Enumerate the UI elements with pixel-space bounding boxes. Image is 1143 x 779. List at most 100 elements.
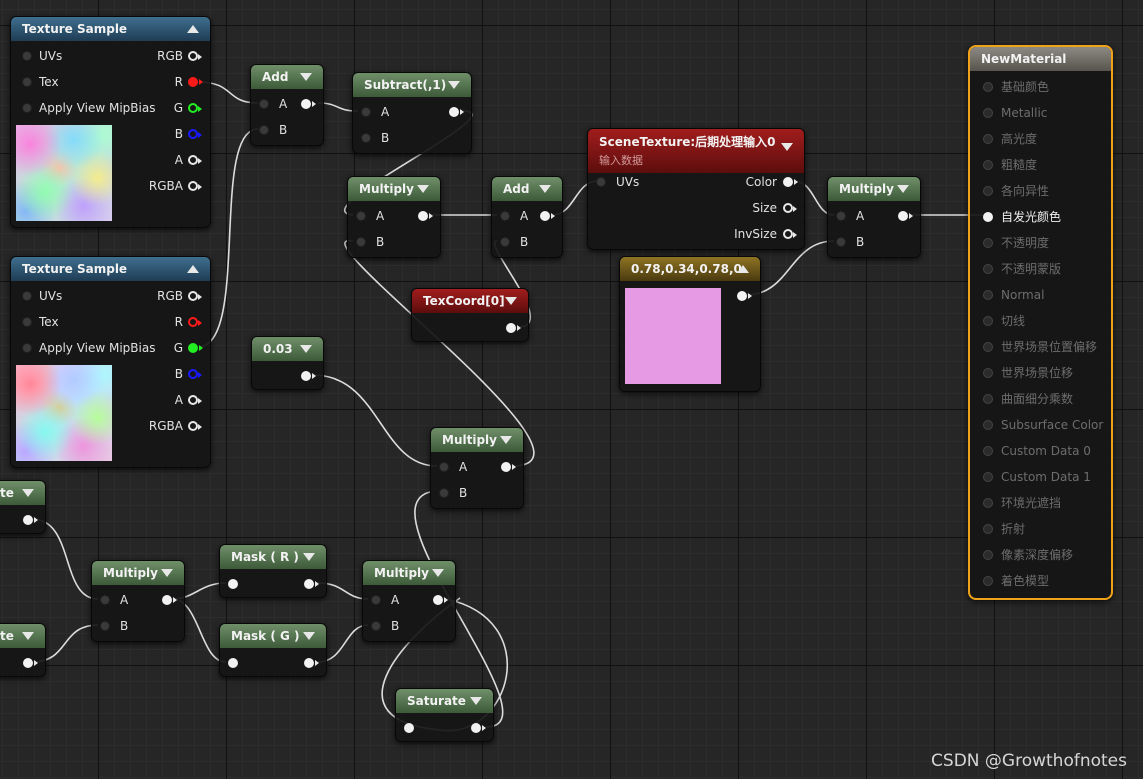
output-pin[interactable] xyxy=(449,107,464,117)
a-input-pin[interactable] xyxy=(100,595,110,605)
r-output-pin[interactable] xyxy=(188,77,203,87)
b-input-pin[interactable] xyxy=(356,237,366,247)
material-input-pin[interactable] xyxy=(983,524,993,534)
output-pin[interactable] xyxy=(301,371,316,381)
collapse-arrow-icon[interactable] xyxy=(781,143,793,151)
b-input-pin[interactable] xyxy=(500,237,510,247)
a-output-pin[interactable] xyxy=(188,395,202,405)
subtract-node[interactable]: Subtract(,1) A B xyxy=(352,72,472,154)
rgba-output-pin[interactable] xyxy=(188,421,202,431)
collapse-arrow-icon[interactable] xyxy=(303,632,315,640)
material-input-pin[interactable] xyxy=(983,186,993,196)
add-node-1[interactable]: Add A B xyxy=(250,64,324,146)
material-input-pin[interactable] xyxy=(983,290,993,300)
material-input-pin[interactable] xyxy=(983,550,993,560)
a-input-pin[interactable] xyxy=(439,462,449,472)
collapse-arrow-icon[interactable] xyxy=(417,185,429,193)
collapse-arrow-icon[interactable] xyxy=(539,185,551,193)
material-input-pin[interactable] xyxy=(983,264,993,274)
a-input-pin[interactable] xyxy=(836,211,846,221)
multiply-node-1[interactable]: Multiply A B xyxy=(347,176,441,258)
multiply-node-mid[interactable]: Multiply A B xyxy=(430,427,524,509)
collapse-arrow-icon[interactable] xyxy=(737,265,749,273)
output-pin[interactable] xyxy=(737,291,752,301)
size-output-pin[interactable] xyxy=(783,203,797,213)
scalar-constant-node[interactable]: 0.03 xyxy=(251,336,324,390)
material-input-pin[interactable] xyxy=(983,108,993,118)
material-input-pin[interactable] xyxy=(983,420,993,430)
add-node-2[interactable]: Add A B xyxy=(491,176,563,258)
rgb-output-pin[interactable] xyxy=(188,51,202,61)
material-input-pin[interactable] xyxy=(983,472,993,482)
collapse-arrow-icon[interactable] xyxy=(161,569,173,577)
mask-g-node[interactable]: Mask ( G ) xyxy=(219,623,327,677)
input-pin[interactable] xyxy=(404,723,414,733)
collapse-arrow-icon[interactable] xyxy=(505,297,517,305)
mipbias-input-pin[interactable] xyxy=(22,103,32,113)
multiply-node-low[interactable]: Multiply A B xyxy=(362,560,456,642)
output-pin[interactable] xyxy=(301,99,316,109)
b-output-pin[interactable] xyxy=(188,129,202,139)
collapse-arrow-icon[interactable] xyxy=(303,553,315,561)
b-input-pin[interactable] xyxy=(439,488,449,498)
b-input-pin[interactable] xyxy=(371,621,381,631)
collapse-arrow-icon[interactable] xyxy=(187,25,199,33)
output-pin[interactable] xyxy=(304,579,319,589)
output-pin[interactable] xyxy=(506,323,521,333)
collapse-arrow-icon[interactable] xyxy=(187,265,199,273)
material-input-pin[interactable] xyxy=(983,134,993,144)
output-pin[interactable] xyxy=(898,211,913,221)
material-input-pin[interactable] xyxy=(983,368,993,378)
collapse-arrow-icon[interactable] xyxy=(22,632,34,640)
collapse-arrow-icon[interactable] xyxy=(897,185,909,193)
b-input-pin[interactable] xyxy=(361,133,371,143)
material-input-pin[interactable] xyxy=(983,212,993,222)
tex-input-pin[interactable] xyxy=(22,317,32,327)
scene-texture-node[interactable]: SceneTexture:后期处理输入0 输入数据 UVs Color Size… xyxy=(587,128,805,250)
collapse-arrow-icon[interactable] xyxy=(22,489,34,497)
material-input-pin[interactable] xyxy=(983,238,993,248)
mipbias-input-pin[interactable] xyxy=(22,343,32,353)
b-input-pin[interactable] xyxy=(100,621,110,631)
g-output-pin[interactable] xyxy=(188,343,203,353)
material-input-pin[interactable] xyxy=(983,446,993,456)
output-pin[interactable] xyxy=(23,515,38,525)
material-input-pin[interactable] xyxy=(983,576,993,586)
b-output-pin[interactable] xyxy=(188,369,202,379)
mask-r-node[interactable]: Mask ( R ) xyxy=(219,544,327,598)
collapse-arrow-icon[interactable] xyxy=(300,345,312,353)
material-input-pin[interactable] xyxy=(983,82,993,92)
a-input-pin[interactable] xyxy=(500,211,510,221)
a-input-pin[interactable] xyxy=(371,595,381,605)
material-input-pin[interactable] xyxy=(983,394,993,404)
input-pin[interactable] xyxy=(228,658,238,668)
tex-input-pin[interactable] xyxy=(22,77,32,87)
rgb-output-pin[interactable] xyxy=(188,291,202,301)
multiply-node-final[interactable]: Multiply A B xyxy=(827,176,921,258)
uvs-input-pin[interactable] xyxy=(22,51,32,61)
rgba-output-pin[interactable] xyxy=(188,181,202,191)
output-pin[interactable] xyxy=(501,462,516,472)
b-input-pin[interactable] xyxy=(836,237,846,247)
collapse-arrow-icon[interactable] xyxy=(470,697,482,705)
output-pin[interactable] xyxy=(418,211,433,221)
material-input-pin[interactable] xyxy=(983,316,993,326)
saturate-node[interactable]: Saturate xyxy=(395,688,494,742)
g-output-pin[interactable] xyxy=(188,103,202,113)
multiply-node-left[interactable]: Multiply A B xyxy=(91,560,185,642)
partial-node-bottom[interactable]: te xyxy=(0,623,46,677)
uvs-input-pin[interactable] xyxy=(22,291,32,301)
a-output-pin[interactable] xyxy=(188,155,202,165)
collapse-arrow-icon[interactable] xyxy=(432,569,444,577)
output-pin[interactable] xyxy=(23,658,38,668)
output-pin[interactable] xyxy=(433,595,448,605)
a-input-pin[interactable] xyxy=(259,99,269,109)
collapse-arrow-icon[interactable] xyxy=(300,73,312,81)
partial-node-top[interactable]: te xyxy=(0,480,46,534)
a-input-pin[interactable] xyxy=(356,211,366,221)
a-input-pin[interactable] xyxy=(361,107,371,117)
output-pin[interactable] xyxy=(540,211,555,221)
texture-sample-node-1[interactable]: Texture Sample UVs Tex Apply View MipBia… xyxy=(10,16,211,228)
input-pin[interactable] xyxy=(228,579,238,589)
